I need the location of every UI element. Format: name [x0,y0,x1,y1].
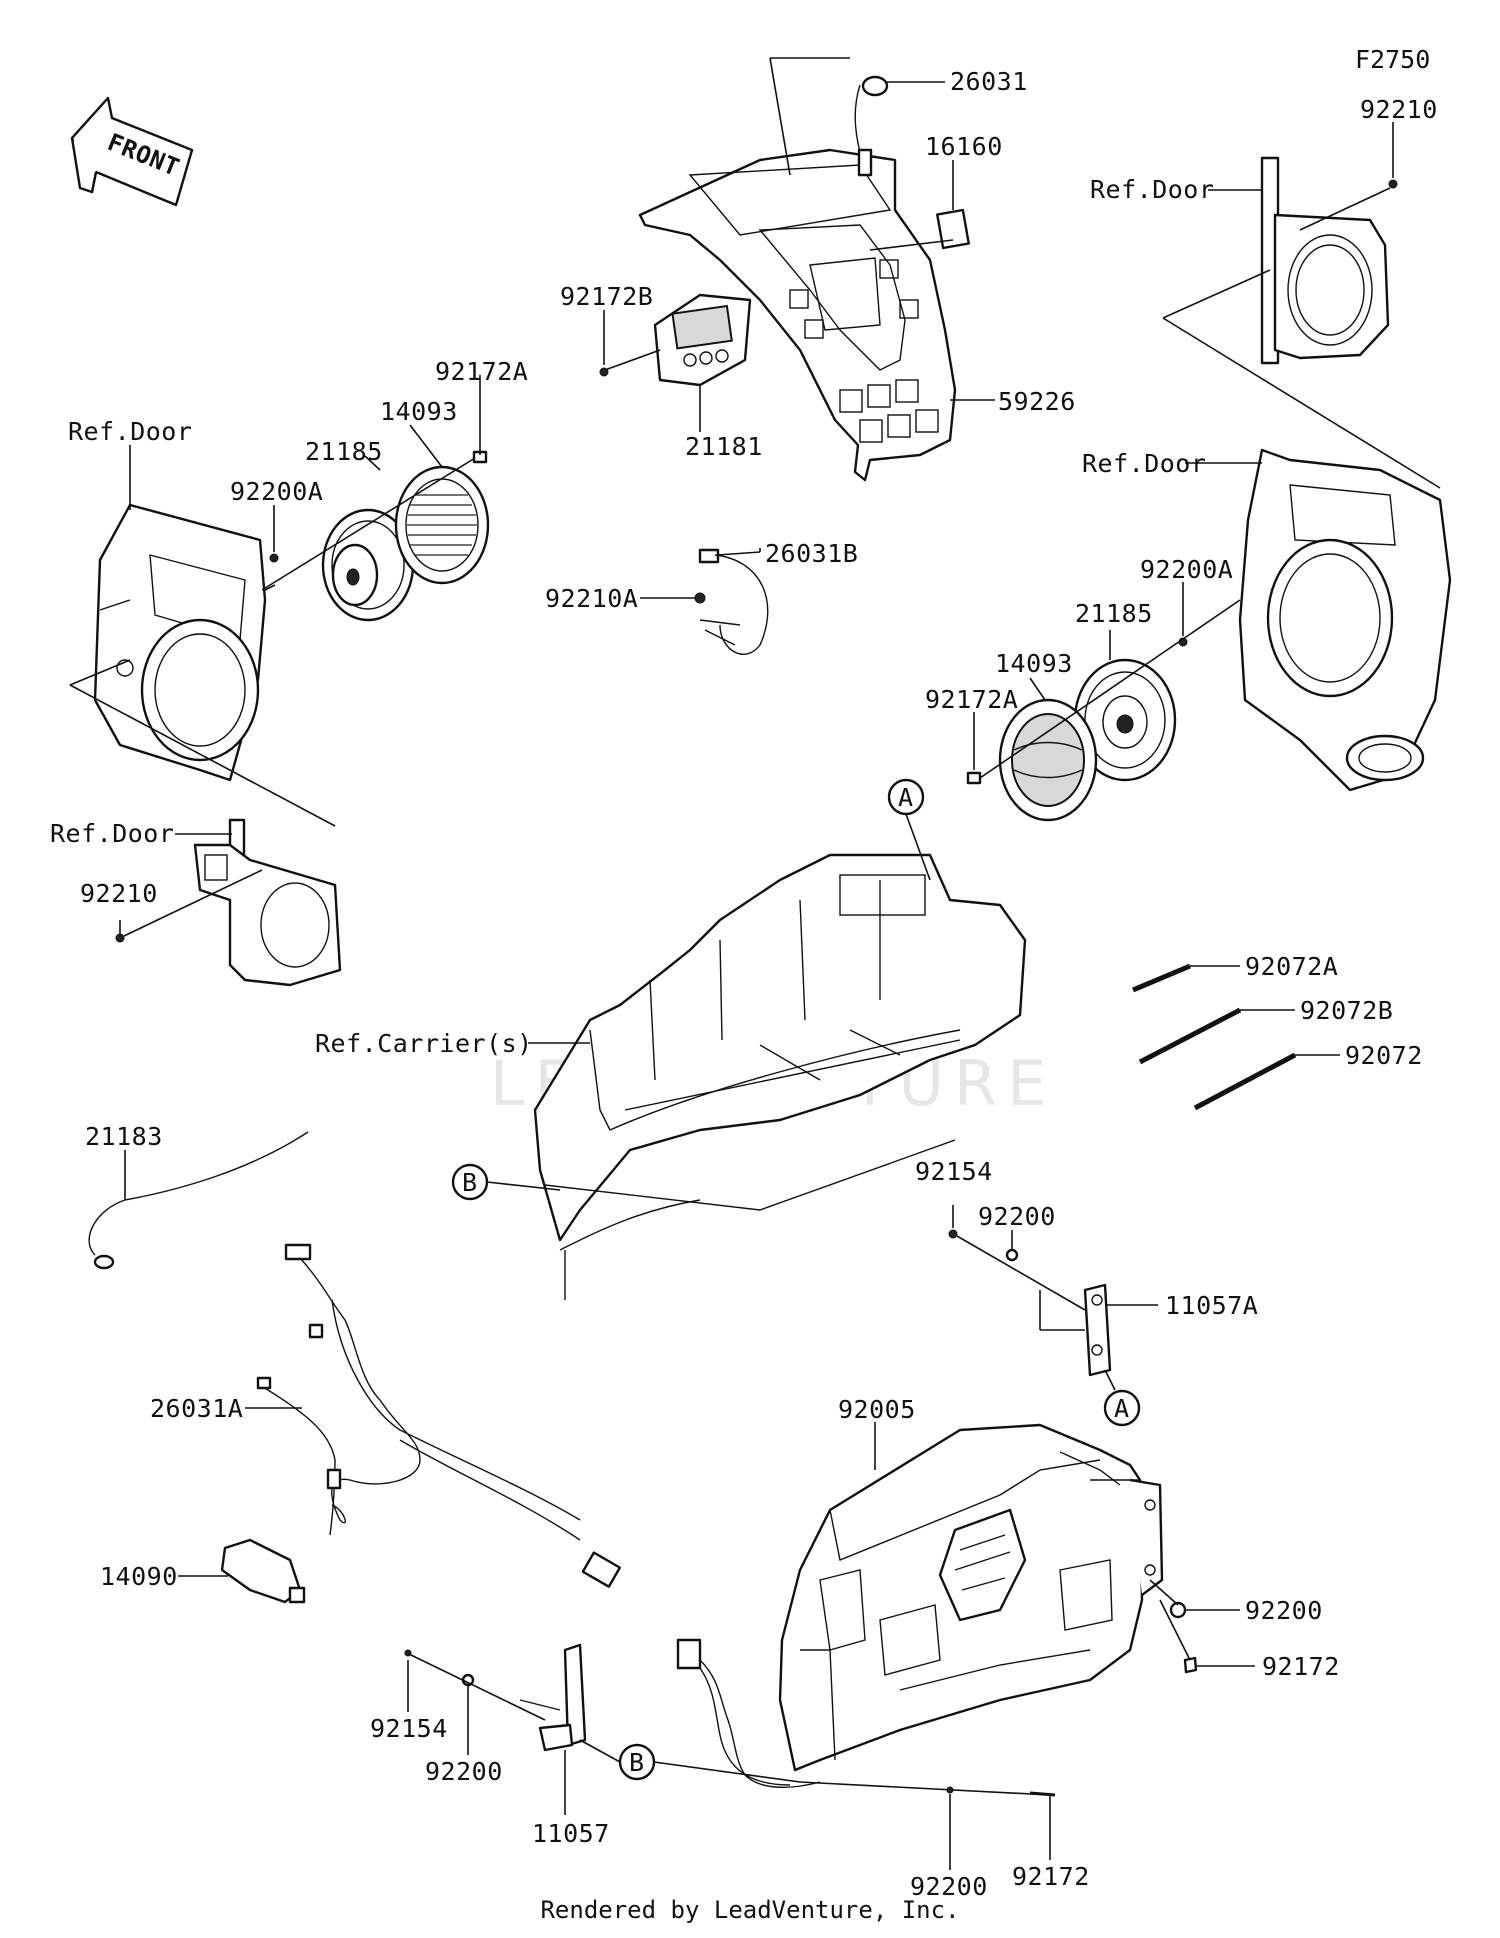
box-wire [676,1638,821,1789]
switch-26031 [854,75,945,177]
left-washer-92200A [269,553,279,563]
label-14093-left: 14093 [380,397,458,426]
bracket-11057 [519,1643,587,1752]
dash-panel-59226 [638,148,957,482]
label-92200-box-right: 92200 [1245,1596,1323,1625]
right-speaker-21185 [1073,658,1177,782]
cable-tie-92072 [1193,1052,1297,1111]
label-92200-bottom: 92200 [910,1872,988,1901]
label-11057A: 11057A [1165,1291,1258,1320]
label-26031B: 26031B [765,539,858,568]
bracket-11057A [1083,1283,1112,1377]
label-92210-left: 92210 [80,879,158,908]
label-92200A-left: 92200A [230,477,323,506]
label-92072B: 92072B [1300,996,1393,1025]
label-59226: 59226 [998,387,1076,416]
label-refdoor-left-bottom: Ref.Door [50,819,174,848]
label-92154-right: 92154 [915,1157,993,1186]
label-92172B: 92172B [560,282,653,311]
callout-a-top: A [898,783,914,812]
label-92154-left: 92154 [370,1714,448,1743]
label-92172-box-right: 92172 [1262,1652,1340,1681]
right-door-bracket [1260,156,1390,365]
callout-circle-a-bottom [1103,1389,1141,1427]
label-16160: 16160 [925,132,1003,161]
label-26031: 26031 [950,67,1028,96]
label-92210-right: 92210 [1360,95,1438,124]
label-92210A: 92210A [545,584,638,613]
left-door-bracket [193,818,342,987]
label-26031A: 26031A [150,1394,243,1423]
label-92172A-left: 92172A [435,357,528,386]
left-grille-14093 [394,465,490,585]
label-refcarrier: Ref.Carrier(s) [315,1029,533,1058]
callout-b-top: B [462,1168,478,1197]
label-14090: 14090 [100,1562,178,1591]
wire-26031B [698,548,769,655]
label-92072A: 92072A [1245,952,1338,981]
cable-tie-92072B [1138,1007,1242,1065]
cover-14090 [178,1538,306,1604]
label-92172-bottom: 92172 [1012,1862,1090,1891]
label-14093-right: 14093 [995,649,1073,678]
harness-26031A [245,1243,622,1588]
label-92005: 92005 [838,1395,916,1424]
label-11057: 11057 [532,1819,610,1848]
wire-21183 [88,1131,309,1270]
label-21181: 21181 [685,432,763,461]
left-door-panel [93,503,267,782]
label-92200A-right: 92200A [1140,555,1233,584]
label-21185-left: 21185 [305,437,383,466]
label-92200-right-top: 92200 [978,1202,1056,1231]
subwoofer-box-92005 [778,1423,1164,1772]
part-16160 [936,208,970,250]
label-refdoor-left-top: Ref.Door [68,417,192,446]
front-arrow: FRONT [70,96,194,207]
footer-credit: Rendered by LeadVenture, Inc. [540,1896,960,1924]
carrier-reference [533,853,1027,1300]
label-refdoor-right-top: Ref.Door [1090,175,1214,204]
label-21185-right: 21185 [1075,599,1153,628]
label-refdoor-right-mid: Ref.Door [1082,449,1206,478]
right-door-panel [1238,448,1452,792]
figure-code: F2750 [1355,45,1431,74]
callout-a-bottom: A [1114,1394,1130,1423]
label-92072: 92072 [1345,1041,1423,1070]
label-21183: 21183 [85,1122,163,1151]
right-grille-14093 [998,698,1098,822]
callout-b-bottom: B [629,1748,645,1777]
cable-tie-92072A [1132,963,1191,993]
label-92200-left: 92200 [425,1757,503,1786]
label-92172A-right: 92172A [925,685,1018,714]
radio-21181 [599,293,752,387]
